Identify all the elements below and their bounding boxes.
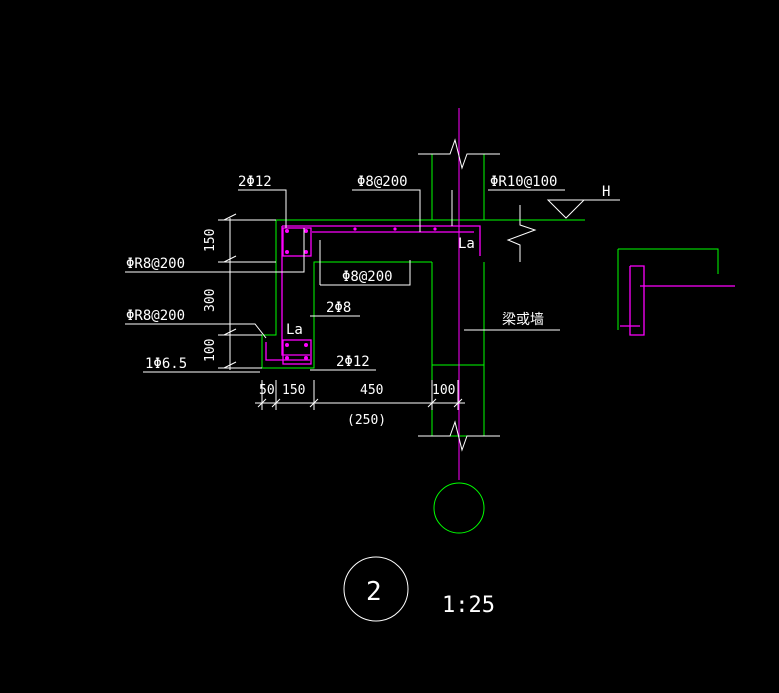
dim-h1: 50 bbox=[259, 383, 275, 398]
label-anchor-top: La bbox=[458, 236, 475, 252]
label-anchor-bottom: La bbox=[286, 322, 303, 338]
dim-h2: 150 bbox=[282, 383, 305, 398]
dim-h3-alt: (250) bbox=[347, 413, 386, 428]
rebar-dots bbox=[285, 227, 437, 360]
label-bottom-bar: 2Φ12 bbox=[336, 354, 370, 370]
dim-h3: 450 bbox=[360, 383, 383, 398]
label-mid-bar: 2Φ8 bbox=[326, 300, 351, 316]
label-top-right-bar: ΦR10@100 bbox=[490, 174, 557, 190]
label-mid-stirrup: Φ8@200 bbox=[342, 269, 393, 285]
annotations: 2Φ12 Φ8@200 ΦR10@100 H La ΦR8@200 Φ8@200… bbox=[126, 174, 610, 618]
label-bottom-left-bar: 1Φ6.5 bbox=[145, 356, 187, 372]
dim-h4: 100 bbox=[432, 383, 455, 398]
leader-lines bbox=[125, 138, 620, 622]
label-elevation: H bbox=[602, 184, 610, 200]
dim-v2: 300 bbox=[203, 289, 218, 312]
detail-number: 2 bbox=[366, 577, 382, 607]
label-top-stirrup: Φ8@200 bbox=[357, 174, 408, 190]
label-left-stirrup-upper: ΦR8@200 bbox=[126, 256, 185, 272]
dim-v3: 100 bbox=[203, 339, 218, 362]
concrete-outline bbox=[261, 154, 719, 534]
label-beam-or-wall: 梁或墙 bbox=[502, 312, 544, 328]
detail-scale: 1:25 bbox=[442, 593, 495, 618]
dim-v1: 150 bbox=[203, 229, 218, 252]
label-top-left-bar: 2Φ12 bbox=[238, 174, 272, 190]
label-left-stirrup-lower: ΦR8@200 bbox=[126, 308, 185, 324]
rebar-lines bbox=[265, 108, 735, 480]
